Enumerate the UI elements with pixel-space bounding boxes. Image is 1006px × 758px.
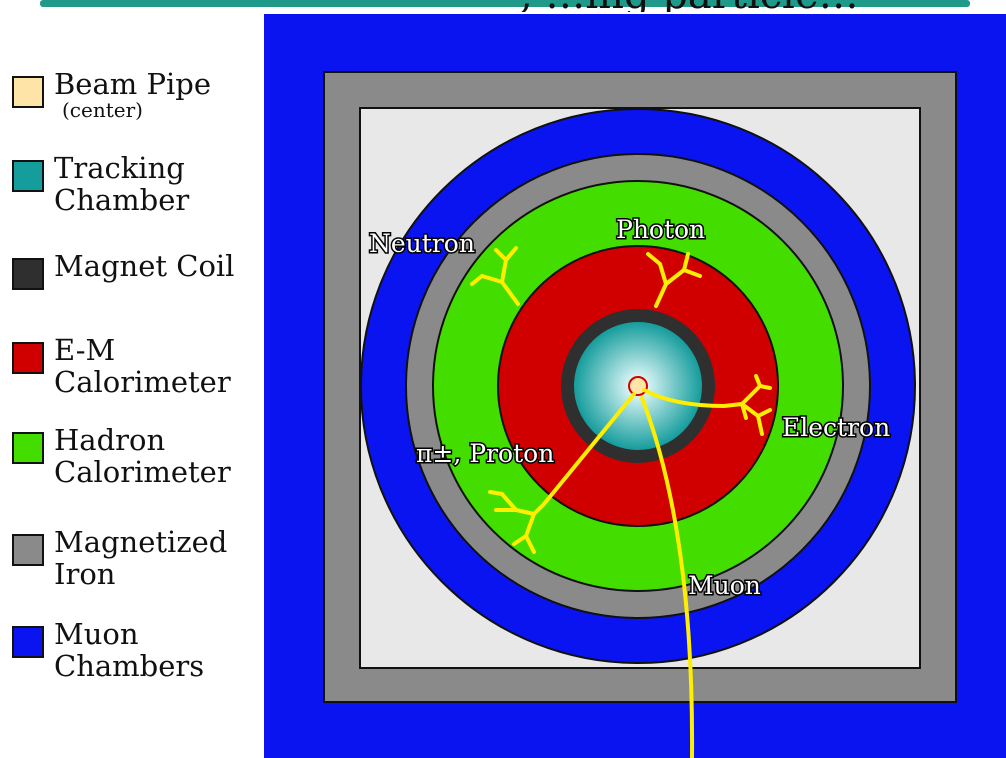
legend-item-magnet-coil: Magnet Coil <box>12 250 234 290</box>
legend-label: E-M <box>54 333 116 367</box>
legend-label: Hadron <box>54 423 166 457</box>
legend-label: Tracking <box>54 151 185 185</box>
hadron-calorimeter-swatch <box>12 432 44 464</box>
legend: Beam Pipe (center) Tracking Chamber Magn… <box>0 0 260 758</box>
legend-item-muon-chambers: Muon Chambers <box>12 618 204 682</box>
detector-diagram: Neutron Photon Electron π±, Proton Muon <box>264 14 1006 758</box>
legend-label: Calorimeter <box>54 455 231 489</box>
em-calorimeter-swatch <box>12 342 44 374</box>
muon-track <box>640 396 695 758</box>
magnetized-iron-swatch <box>12 534 44 566</box>
muon-label: Muon <box>688 571 761 600</box>
legend-sublabel: (center) <box>62 98 143 122</box>
legend-label: Muon <box>54 617 139 651</box>
legend-label: Iron <box>54 557 116 591</box>
page-title: , …ing particle… <box>520 0 859 12</box>
electron-track <box>642 374 772 436</box>
title-banner: , …ing particle… <box>0 0 1006 12</box>
pion-proton-label: π±, Proton <box>416 439 554 468</box>
legend-item-em-calorimeter: E-M Calorimeter <box>12 334 231 398</box>
legend-label: Chambers <box>54 649 205 683</box>
legend-item-beam-pipe: Beam Pipe (center) <box>12 68 211 120</box>
neutron-shower <box>470 246 520 306</box>
photon-label: Photon <box>616 215 705 244</box>
legend-label: Calorimeter <box>54 365 231 399</box>
legend-label: Chamber <box>54 183 190 217</box>
neutron-label: Neutron <box>369 229 475 258</box>
legend-item-magnetized-iron: Magnetized Iron <box>12 526 227 590</box>
electron-label: Electron <box>782 413 890 442</box>
magnet-coil-swatch <box>12 258 44 290</box>
particle-tracks <box>470 246 772 758</box>
tracking-chamber-swatch <box>12 160 44 192</box>
legend-item-tracking-chamber: Tracking Chamber <box>12 152 189 216</box>
pion-proton-track <box>488 392 636 554</box>
title-underline <box>40 0 970 7</box>
legend-label: Magnetized <box>54 525 228 559</box>
legend-label: Magnet Coil <box>54 249 235 283</box>
photon-shower <box>646 252 702 308</box>
legend-label: Beam Pipe <box>54 67 211 101</box>
beam-pipe-swatch <box>12 76 44 108</box>
muon-chambers-swatch <box>12 626 44 658</box>
legend-item-hadron-calorimeter: Hadron Calorimeter <box>12 424 231 488</box>
